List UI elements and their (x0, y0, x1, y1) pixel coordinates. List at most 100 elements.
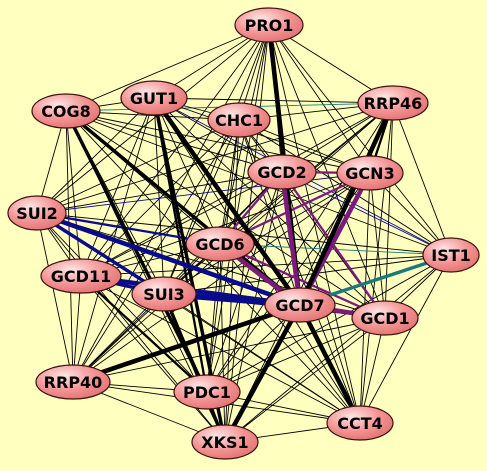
node-sui3[interactable]: SUI3 (131, 276, 197, 312)
edge-rrp40-gcd7 (70, 302, 303, 385)
edge-gcd2-ist1 (281, 171, 452, 256)
edge-pro1-sui2 (36, 24, 270, 214)
node-shape (351, 300, 419, 336)
node-label: XKS1 (201, 433, 248, 452)
edge-rrp46-ist1 (392, 102, 452, 256)
node-sui2[interactable]: SUI2 (7, 195, 67, 231)
node-label: SUI2 (16, 204, 58, 223)
edge-gcd1-rrp40 (72, 317, 386, 383)
node-shape (40, 258, 122, 294)
edge-ist1-cct4 (359, 254, 452, 424)
node-label: RRP40 (44, 373, 103, 392)
edge-cog8-gcd11 (65, 110, 82, 277)
node-gcd1[interactable]: GCD1 (351, 300, 419, 336)
edge-cog8-gcd1 (65, 110, 386, 319)
node-shape (120, 80, 188, 116)
node-shape (326, 405, 394, 441)
node-gut1[interactable]: GUT1 (120, 80, 188, 116)
node-gcn3[interactable]: GCN3 (336, 155, 404, 191)
edge-gcd11-rrp40 (72, 275, 82, 383)
edge-chc1-gcd6 (219, 119, 240, 245)
node-gcd6[interactable]: GCD6 (185, 226, 255, 262)
node-label: IST1 (431, 246, 471, 265)
edge-gcd11-pdc1 (79, 274, 209, 394)
edge-rrp46-gcd1 (384, 102, 394, 319)
node-label: GCD1 (360, 309, 409, 328)
edge-gut1-gcn3 (153, 97, 371, 174)
edge-gcd2-rrp40 (72, 171, 283, 383)
edge-ist1-pdc1 (206, 254, 452, 393)
edge-gcd1-cct4 (359, 317, 386, 424)
node-cog8[interactable]: COG8 (31, 93, 101, 129)
node-shape (336, 155, 404, 191)
edge-rrp46-gcd7 (297, 100, 396, 308)
edge-gut1-gcd11 (80, 97, 155, 277)
node-pro1[interactable]: PRO1 (234, 7, 304, 43)
node-label: SUI3 (143, 285, 185, 304)
node-label: RRP46 (364, 94, 423, 113)
node-pdc1[interactable]: PDC1 (173, 374, 241, 410)
node-xks1[interactable]: XKS1 (191, 424, 259, 460)
edge-rrp46-sui3 (163, 102, 394, 295)
edge-sui2-gcd7 (34, 210, 303, 308)
node-rrp46[interactable]: RRP46 (357, 85, 429, 121)
node-label: GCD2 (257, 163, 306, 182)
node-shape (357, 85, 429, 121)
edge-chc1-sui3 (163, 119, 240, 295)
node-label: GCD6 (195, 235, 244, 254)
node-rrp40[interactable]: RRP40 (35, 364, 111, 400)
edge-cog8-rrp40 (65, 110, 74, 383)
edge-gcn3-sui3 (163, 172, 371, 295)
edge-ist1-sui3 (163, 254, 452, 295)
edge-pro1-gcd11 (80, 24, 270, 277)
edge-chc1-rrp40 (72, 119, 240, 383)
node-shape (7, 195, 67, 231)
edge-gut1-gcd7 (151, 95, 303, 308)
node-label: COG8 (41, 102, 91, 121)
node-label: GUT1 (130, 89, 178, 108)
node-shape (173, 374, 241, 410)
edge-gcn3-cct4 (359, 172, 371, 424)
edge-gut1-sui2 (36, 97, 155, 214)
edge-cct4-gcd7 (297, 302, 363, 426)
node-label: GCN3 (345, 164, 394, 183)
edge-rrp46-cct4 (359, 102, 394, 424)
node-shape (185, 226, 255, 262)
edge-gcd11-xks1 (80, 275, 226, 443)
edge-gcn3-gcd11 (80, 172, 371, 277)
node-ist1[interactable]: IST1 (422, 237, 480, 273)
edge-gcd2-gcd7 (279, 169, 303, 308)
edge-gcn3-sui2 (36, 172, 371, 214)
node-cct4[interactable]: CCT4 (326, 405, 394, 441)
edge-sui2-pdc1 (36, 212, 208, 393)
node-label: CCT4 (337, 414, 383, 433)
edge-gcd11-cct4 (80, 275, 361, 424)
node-shape (247, 154, 317, 190)
node-gcd11[interactable]: GCD11 (40, 258, 122, 294)
edge-pro1-cog8 (65, 24, 270, 112)
node-shape (35, 364, 111, 400)
node-shape (422, 237, 480, 273)
node-label: PRO1 (245, 16, 294, 35)
node-shape (207, 102, 271, 138)
edge-sui3-cct4 (163, 293, 361, 424)
edge-pro1-gcn3 (268, 24, 371, 174)
edge-pro1-ist1 (268, 24, 452, 256)
node-gcd2[interactable]: GCD2 (247, 154, 317, 190)
edge-chc1-sui2 (36, 119, 240, 214)
node-shape (131, 276, 197, 312)
node-chc1[interactable]: CHC1 (207, 102, 271, 138)
edge-pro1-cct4 (268, 24, 361, 424)
edge-gcd2-sui2 (36, 171, 283, 214)
edge-sui3-xks1 (162, 292, 227, 444)
edge-pro1-rrp40 (72, 24, 270, 383)
node-gcd7[interactable]: GCD7 (264, 287, 336, 323)
node-shape (234, 7, 304, 43)
edge-gcd6-gcd1 (218, 242, 387, 320)
edge-sui2-rrp40 (36, 212, 74, 383)
node-shape (31, 93, 101, 129)
node-label: GCD7 (275, 296, 324, 315)
edge-ist1-xks1 (224, 254, 452, 443)
